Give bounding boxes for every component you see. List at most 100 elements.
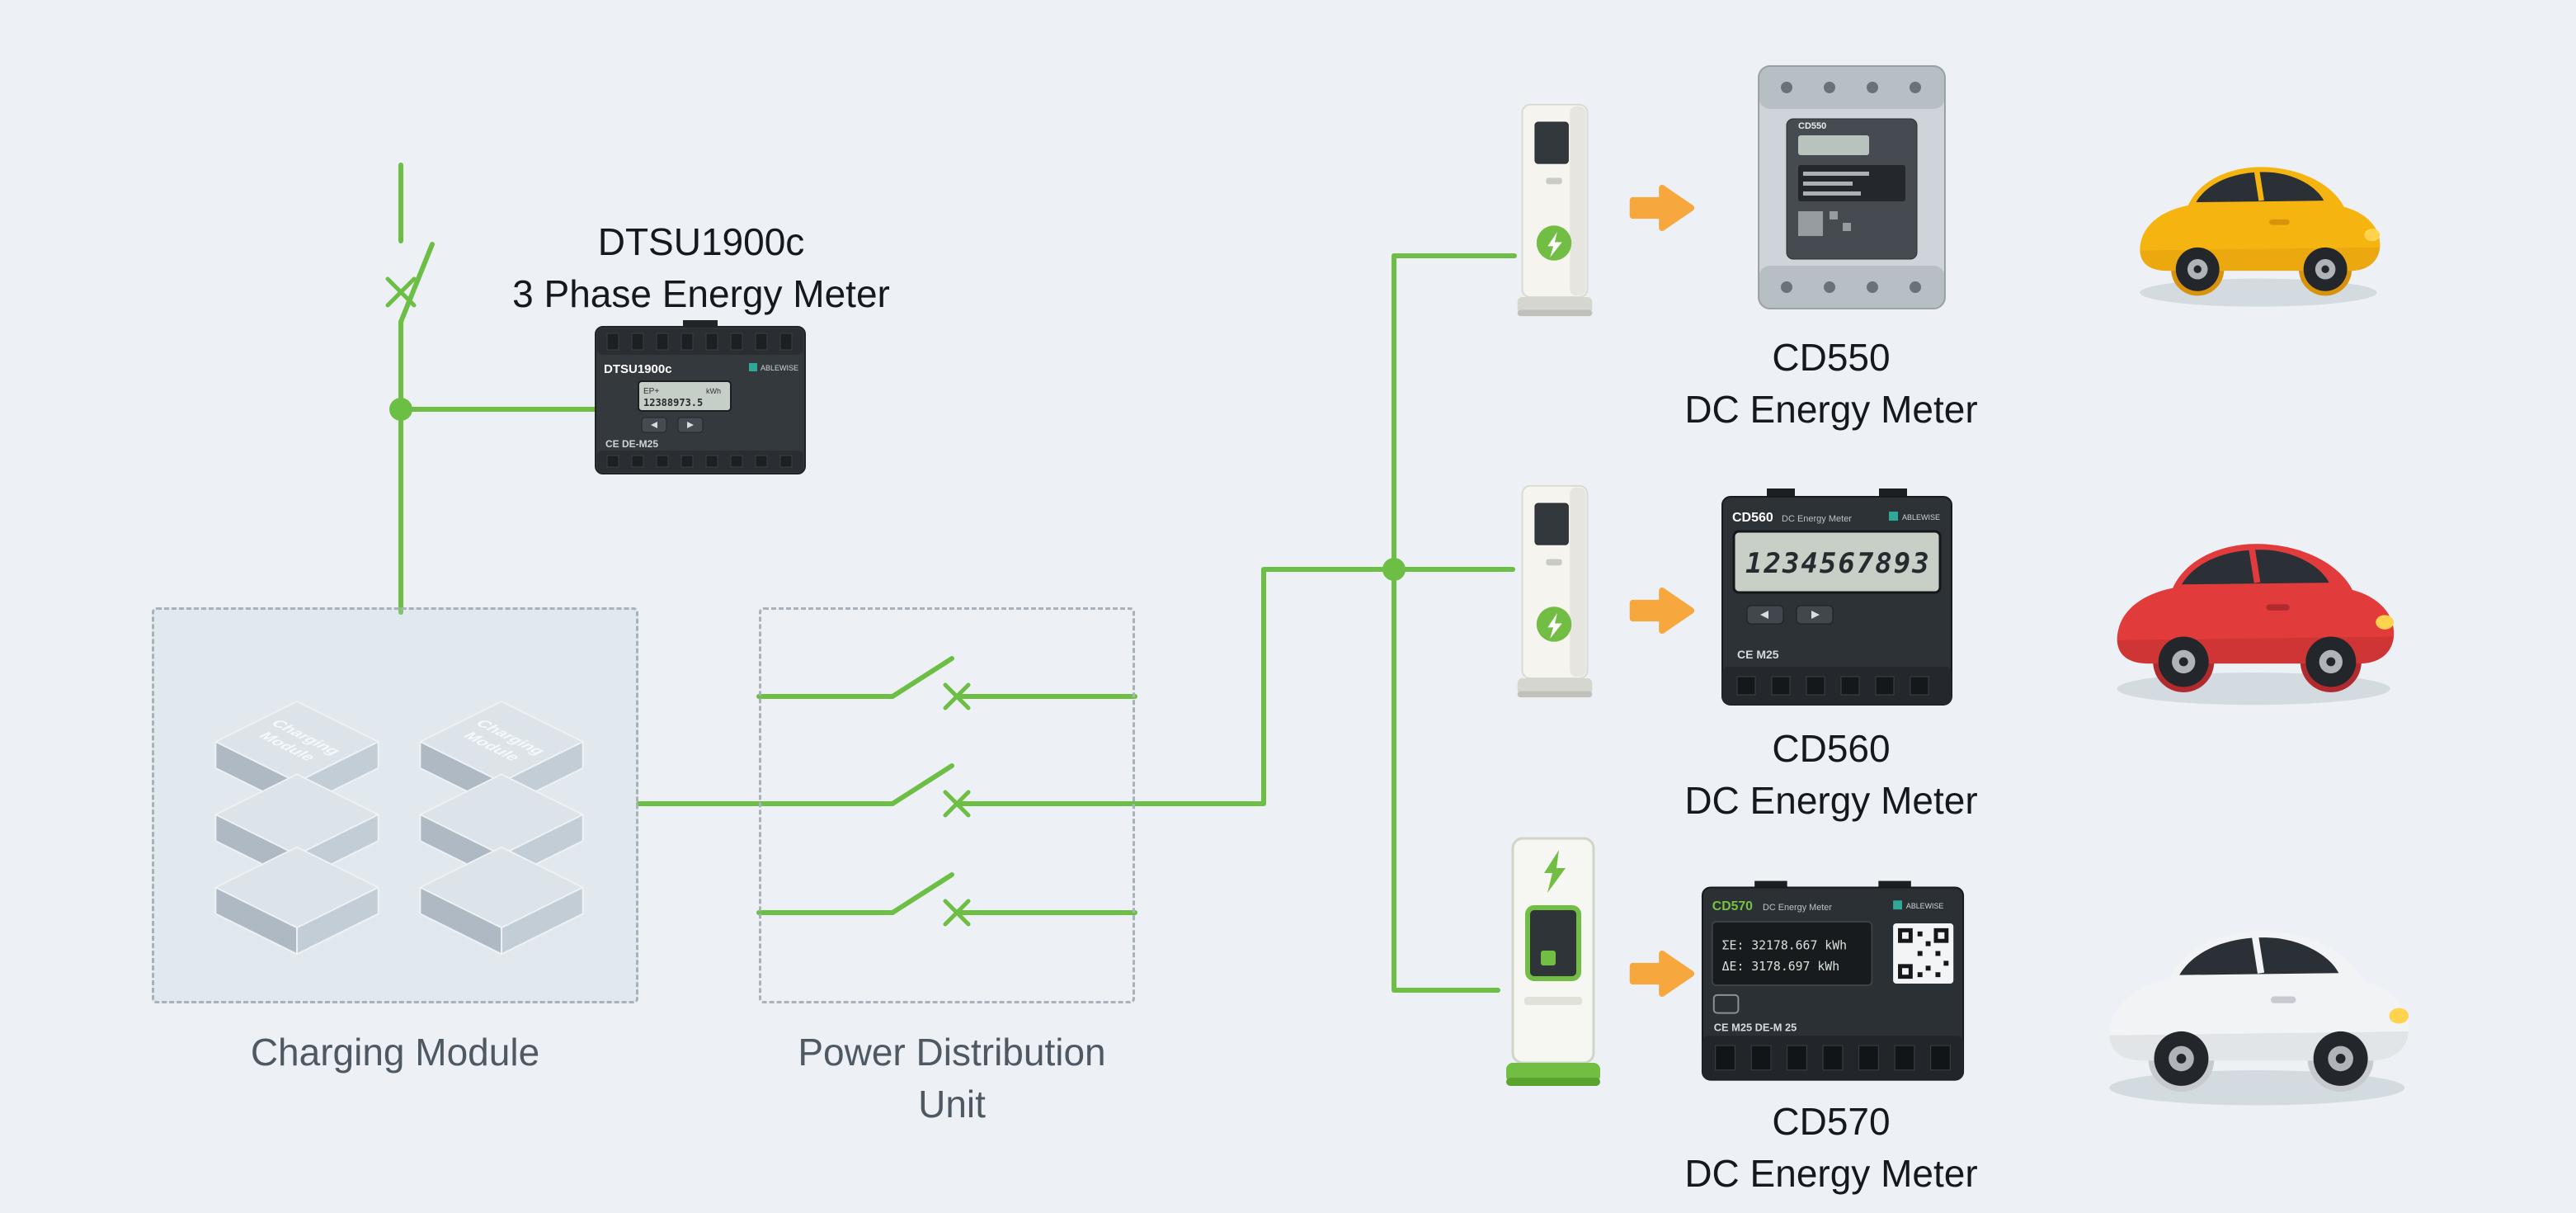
ev-charger-2	[1517, 484, 1593, 698]
charger1-base-shadow	[1517, 309, 1593, 317]
car2-window-pillar	[2249, 548, 2261, 583]
cd570-row1-value: 32178.667 kWh	[1751, 939, 1847, 953]
cd560-caption-line1: CD560	[1772, 727, 1891, 770]
arrow-1-icon	[1629, 185, 1695, 231]
car2-door-handle	[2266, 604, 2290, 611]
car3-door-handle	[2270, 996, 2296, 1003]
cd560-brand-logo-icon	[1889, 512, 1898, 521]
cd570-caption: CD570 DC Energy Meter	[1584, 1096, 2079, 1199]
charger2-base-shadow	[1517, 691, 1593, 698]
charger3-base-shadow	[1506, 1078, 1600, 1086]
dtsu-caption-line2: 3 Phase Energy Meter	[512, 271, 890, 315]
dtsu-caption: DTSU1900c 3 Phase Energy Meter	[429, 216, 973, 319]
cd560-right-arrow-icon	[1811, 611, 1820, 619]
cd560-caption: CD560 DC Energy Meter	[1584, 723, 2079, 826]
car-yellow	[2140, 167, 2381, 307]
charger1-bolt-icon	[1547, 232, 1562, 257]
cd550-qr-hint	[1798, 211, 1851, 236]
pdu-box	[759, 607, 1135, 1003]
dtsu-terminal-strip-top	[597, 328, 803, 355]
cd560-buttons	[1746, 605, 1834, 625]
cd550-label-lines	[1803, 172, 1869, 196]
car1-rear-wheel	[2175, 247, 2220, 291]
charger1-base	[1517, 297, 1593, 314]
dtsu-terminal-strip-bottom	[597, 451, 803, 472]
cd570-display	[1711, 920, 1873, 987]
car2-front-wheel	[2305, 636, 2357, 687]
dtsu-marks: CE DE-M25	[605, 438, 658, 450]
charger3-screen	[1525, 905, 1581, 981]
junction-dot-right	[1382, 558, 1406, 581]
car2-rear-wheel	[2158, 636, 2209, 687]
charger3-screen-widget	[1541, 951, 1556, 965]
cd570-row2-value: 3178.697 kWh	[1751, 960, 1839, 974]
ev-charger-1	[1517, 103, 1593, 317]
dtsu-meter-device: DTSU1900c ABLEWISE EP+ kWh 12388973.5 CE…	[595, 320, 806, 474]
cd570-caption-line2: DC Energy Meter	[1684, 1151, 1978, 1195]
car1-headlight	[2364, 229, 2381, 242]
pdu-caption-line2: Unit	[918, 1082, 986, 1126]
cd570-device-subtitle: DC Energy Meter	[1763, 903, 1832, 913]
breaker-x-icon	[385, 276, 417, 308]
cd550-caption-line2: DC Energy Meter	[1684, 387, 1978, 431]
charger1-screen	[1534, 121, 1569, 164]
dtsu-brand-label: ABLEWISE	[761, 364, 798, 372]
charging-module-stack-2: Charging Module	[419, 701, 584, 956]
cd550-device-label: CD550	[1798, 121, 1826, 131]
cd570-brand-logo-icon	[1893, 900, 1902, 910]
dtsu-device-label: DTSU1900c	[604, 362, 672, 376]
cd570-marks: CE M25 DE-M 25	[1714, 1021, 1797, 1033]
cd560-caption-line2: DC Energy Meter	[1684, 778, 1978, 822]
cd550-caption: CD550 DC Energy Meter	[1584, 332, 2079, 435]
car1-front-wheel	[2303, 247, 2348, 291]
dtsu-terminals-top	[606, 333, 793, 351]
car2-body	[2117, 544, 2395, 664]
dtsu-buttons	[641, 417, 704, 433]
cd560-brand-label: ABLEWISE	[1902, 513, 1940, 522]
pdu-output-line	[1133, 567, 1396, 806]
cd560-lcd	[1732, 530, 1942, 594]
cd570-brand-label: ABLEWISE	[1906, 902, 1943, 910]
pdu-switch2-blade	[890, 763, 954, 806]
charger2-screen	[1534, 503, 1569, 545]
breaker-blade	[398, 242, 435, 324]
cd570-qr-code-icon	[1893, 923, 1954, 984]
cd560-marks: CE M25	[1737, 648, 1779, 661]
junction-dot-left	[389, 398, 412, 421]
car1-window-pillar	[2253, 170, 2264, 201]
car1-body	[2140, 167, 2381, 271]
car3-body	[2109, 931, 2409, 1061]
dtsu-brand-logo-icon	[749, 363, 757, 371]
cd570-caption-line1: CD570	[1772, 1100, 1891, 1143]
cd560-device-label: CD560	[1732, 511, 1773, 525]
charger1-slot	[1546, 177, 1562, 185]
car2-headlight	[2376, 615, 2395, 630]
charger2-base	[1517, 678, 1593, 695]
dtsu-terminals-bottom	[606, 455, 793, 468]
car3-rear-wheel	[2154, 1031, 2209, 1086]
cd570-terminals	[1715, 1045, 1951, 1071]
car1-door-handle	[2269, 219, 2290, 225]
cd550-caption-line1: CD550	[1772, 336, 1891, 379]
dtsu-caption-line1: DTSU1900c	[597, 220, 805, 263]
cd550-top-cap	[1759, 66, 1945, 109]
cd550-bottom-cap	[1759, 266, 1945, 309]
car-white	[2109, 931, 2409, 1106]
charger1-shade	[1570, 106, 1586, 296]
dtsu-screen-value: 12388973.5	[643, 397, 703, 408]
pdu-caption: Power Distribution Unit	[704, 1027, 1199, 1130]
cd560-display-value: 1234567893	[1745, 547, 1931, 580]
charger3-slot	[1524, 997, 1582, 1005]
charger2-slot	[1546, 559, 1562, 566]
arrow-3-icon	[1629, 951, 1695, 998]
charging-module-stack-1: Charging Module	[214, 701, 379, 956]
dtsu-right-arrow-icon	[687, 422, 694, 428]
arrow-2-icon	[1629, 588, 1695, 634]
ev-charger-3	[1506, 837, 1600, 1086]
charging-module-caption: Charging Module	[250, 1031, 540, 1074]
stack2-slab-bottom	[419, 846, 584, 956]
cd570-port-icon	[1712, 994, 1740, 1014]
car3-window-pillar	[2251, 935, 2265, 974]
